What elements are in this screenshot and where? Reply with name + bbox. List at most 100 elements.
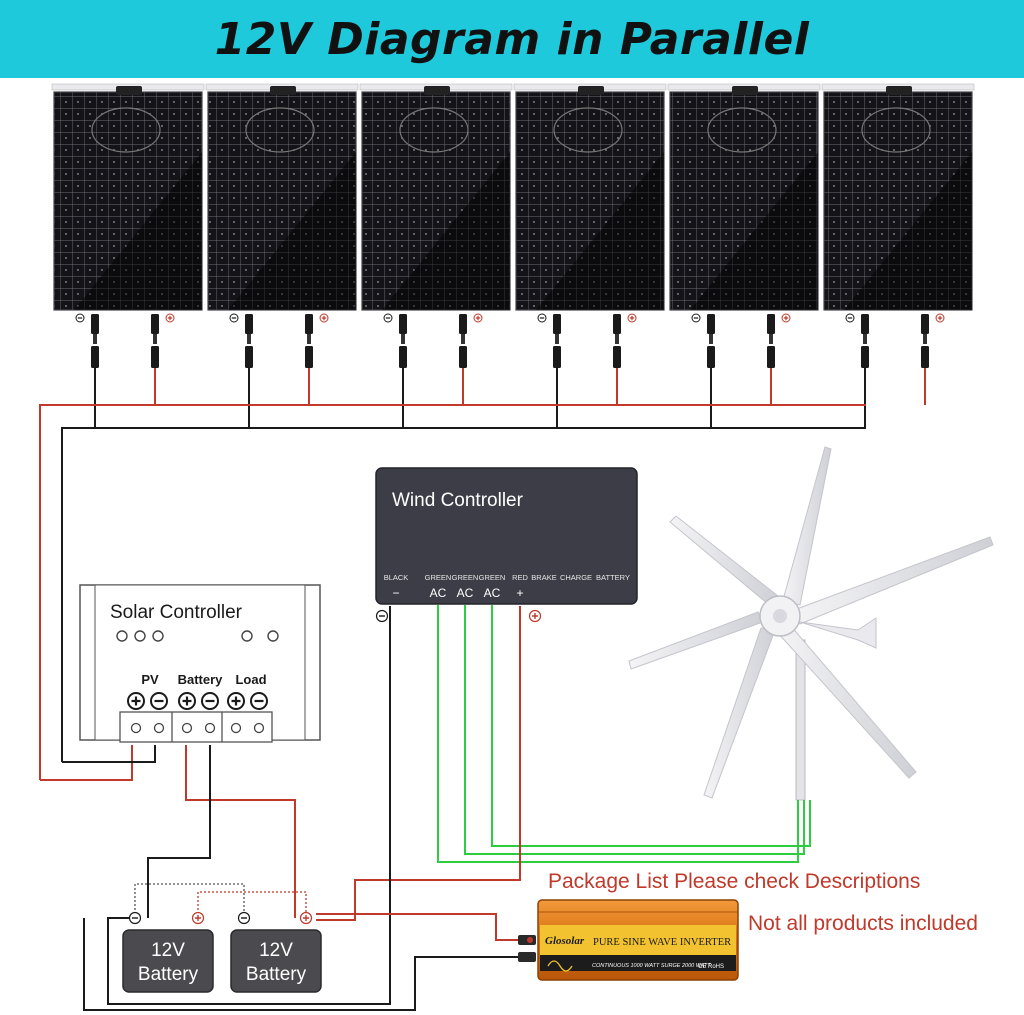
inverter: Glosolar PURE SINE WAVE INVERTER CONTINU… bbox=[518, 899, 739, 981]
turbine-blade bbox=[628, 611, 764, 670]
inverter-brand: Glosolar bbox=[545, 935, 585, 947]
terminal-mark: + bbox=[516, 586, 523, 600]
battery-2-voltage: 12V bbox=[259, 940, 293, 961]
plus-symbol bbox=[627, 313, 637, 323]
mc4-connector bbox=[399, 314, 407, 428]
minus-symbol bbox=[537, 313, 547, 323]
diagram-title: 12V Diagram in Parallel bbox=[214, 13, 810, 65]
red-bus-wire bbox=[39, 404, 866, 780]
mc4-connector bbox=[613, 314, 621, 405]
terminal-name: CHARGE bbox=[560, 573, 592, 582]
mc4-connector bbox=[767, 314, 775, 405]
battery-1-label: Battery bbox=[138, 964, 199, 985]
mc4-connector bbox=[707, 314, 715, 428]
load-label: Load bbox=[235, 672, 266, 687]
minus-symbol bbox=[845, 313, 855, 323]
solar-controller-title: Solar Controller bbox=[110, 602, 243, 623]
minus-symbol bbox=[375, 609, 389, 623]
wind-red-wire bbox=[316, 606, 521, 921]
battery-1: 12V Battery bbox=[122, 929, 214, 993]
solar-panel bbox=[359, 83, 513, 428]
battery-1-voltage: 12V bbox=[151, 940, 185, 961]
ac-wires bbox=[437, 605, 811, 863]
plus-symbol bbox=[781, 313, 791, 323]
inverter-model: PURE SINE WAVE INVERTER bbox=[593, 937, 731, 948]
minus-symbol bbox=[150, 692, 168, 710]
terminal-mark: AC bbox=[430, 586, 447, 600]
turbine-blade bbox=[669, 515, 779, 605]
minus-symbol bbox=[229, 313, 239, 323]
mc4-connector bbox=[921, 314, 929, 405]
plus-symbol bbox=[319, 313, 329, 323]
mc4-connector bbox=[151, 314, 159, 405]
battery-label: Battery bbox=[178, 672, 224, 687]
wind-controller-body bbox=[375, 467, 638, 605]
title-banner: 12V Diagram in Parallel bbox=[0, 0, 1024, 78]
battery-black-wire bbox=[147, 745, 211, 918]
plus-symbol bbox=[473, 313, 483, 323]
mc4-connector bbox=[91, 314, 99, 428]
terminal-block bbox=[119, 711, 273, 743]
minus-symbol bbox=[75, 313, 85, 323]
inverter-wires bbox=[83, 913, 520, 1011]
plus-symbol bbox=[127, 692, 145, 710]
turbine-tower bbox=[795, 639, 806, 801]
turbine-blade bbox=[782, 446, 832, 606]
wind-controller-title: Wind Controller bbox=[392, 490, 524, 511]
battery-2-label: Battery bbox=[246, 964, 307, 985]
turbine-blade bbox=[703, 627, 776, 799]
polarity-symbols bbox=[127, 692, 268, 710]
pv-red-wire bbox=[40, 745, 133, 781]
plus-symbol bbox=[227, 692, 245, 710]
wind-turbine bbox=[628, 446, 994, 801]
mc4-connector bbox=[861, 314, 869, 428]
terminal-name: GREEN bbox=[425, 573, 452, 582]
battery-red-wire bbox=[185, 745, 296, 918]
minus-symbol bbox=[250, 692, 268, 710]
not-all-products-note: Not all products included bbox=[748, 912, 978, 935]
terminal-mark: − bbox=[392, 586, 399, 600]
turbine-tail bbox=[799, 617, 877, 649]
solar-panel bbox=[51, 83, 205, 428]
plus-symbol bbox=[528, 609, 542, 623]
terminal-name: BLACK bbox=[384, 573, 409, 582]
terminal-mark: AC bbox=[484, 586, 501, 600]
minus-symbol bbox=[201, 692, 219, 710]
terminal-name: GREEN bbox=[479, 573, 506, 582]
solar-panel-row bbox=[51, 83, 975, 428]
battery-terminal-symbols bbox=[128, 911, 313, 925]
inverter-marks: CE RoHS bbox=[698, 964, 724, 970]
turbine-blade bbox=[793, 536, 994, 625]
battery-bank: 12V Battery 12V Battery bbox=[122, 911, 322, 993]
minus-symbol bbox=[383, 313, 393, 323]
package-list-note: Package List Please check Descriptions bbox=[548, 870, 921, 893]
controller-battery-wires bbox=[40, 745, 296, 918]
solar-panel bbox=[513, 83, 667, 428]
inverter-spec: CONTINUOUS 1000 WATT SURGE 2000 WATT bbox=[592, 963, 711, 969]
plus-symbol bbox=[178, 692, 196, 710]
terminal-name: BRAKE bbox=[531, 573, 556, 582]
inverter-black-lug bbox=[518, 952, 536, 962]
minus-symbol bbox=[691, 313, 701, 323]
solar-controller: Solar Controller PV Battery Load bbox=[79, 584, 321, 743]
solar-panel bbox=[205, 83, 359, 428]
battery-2: 12V Battery bbox=[230, 929, 322, 993]
battery-jumpers bbox=[134, 883, 307, 918]
terminal-name: GREEN bbox=[452, 573, 479, 582]
terminal-name: BATTERY bbox=[596, 573, 630, 582]
panel-bus-wires bbox=[39, 404, 866, 780]
mc4-connector bbox=[459, 314, 467, 405]
black-bus-wire bbox=[61, 427, 866, 762]
mc4-connector bbox=[305, 314, 313, 405]
terminal-screws bbox=[130, 722, 265, 734]
terminal-name: RED bbox=[512, 573, 528, 582]
solar-panel bbox=[667, 83, 821, 428]
inverter-red-wire bbox=[316, 913, 520, 941]
plus-symbol bbox=[935, 313, 945, 323]
plus-symbol bbox=[165, 313, 175, 323]
inverter-black-wire bbox=[83, 918, 520, 1011]
